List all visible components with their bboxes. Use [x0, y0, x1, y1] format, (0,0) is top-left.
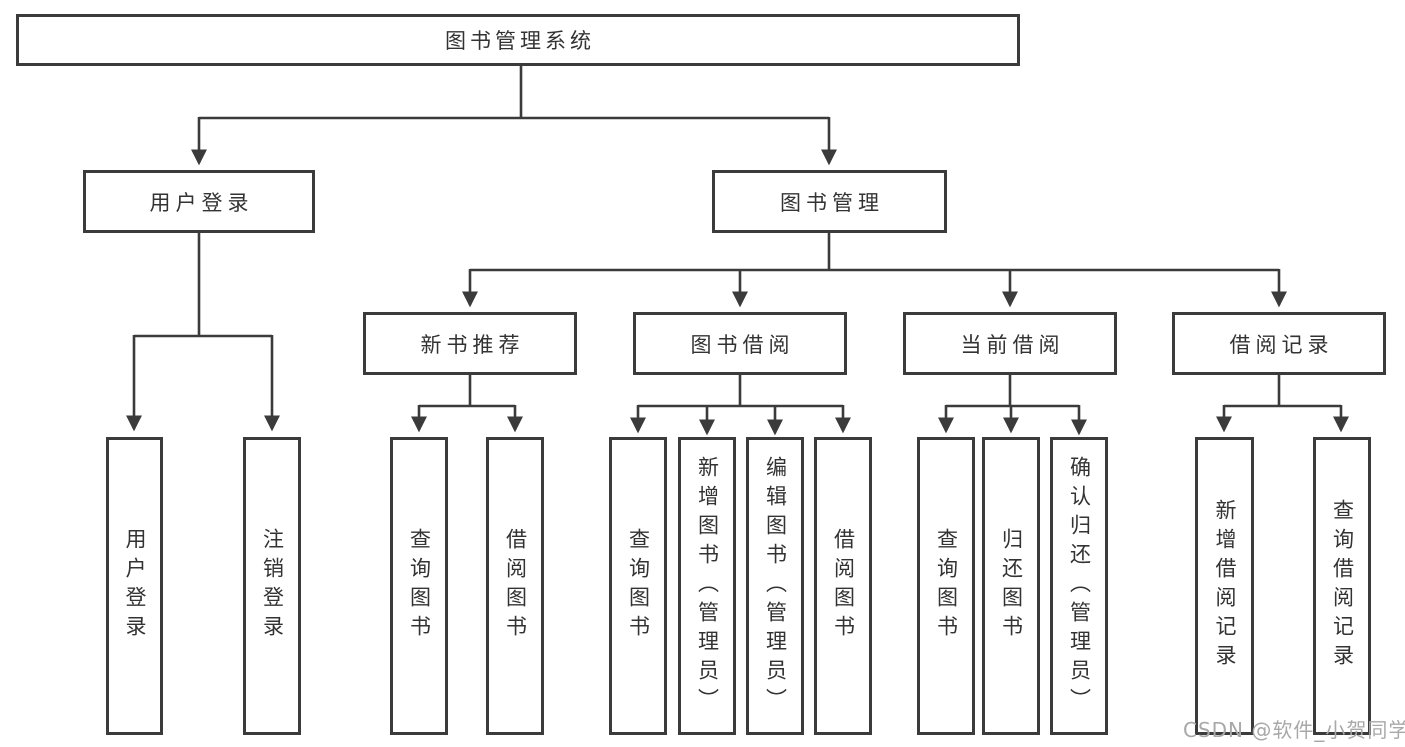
leaf-bb-edit-book-admin-label: 编辑图书（管理员）: [763, 455, 788, 717]
node-book-borrow: 图书借阅: [633, 312, 847, 375]
leaf-bb-add-book-admin-label: 新增图书（管理员）: [695, 455, 720, 717]
node-user-login: 用户登录: [83, 170, 315, 233]
watermark: CSDN @软件_小贺同学: [1183, 718, 1405, 742]
leaf-nb-borrow-books-label: 借阅图书: [503, 528, 528, 644]
leaf-br-add-record: 新增借阅记录: [1195, 437, 1254, 735]
node-new-book-recommend-label: 新书推荐: [420, 332, 525, 357]
leaf-cb-confirm-return-admin: 确认归还（管理员）: [1050, 437, 1108, 735]
leaf-bb-add-book-admin: 新增图书（管理员）: [678, 437, 736, 735]
leaf-bb-borrow-books: 借阅图书: [814, 437, 872, 735]
leaf-nb-borrow-books: 借阅图书: [486, 437, 544, 735]
leaf-bb-query-books-label: 查询图书: [626, 528, 651, 644]
node-book-management-label: 图书管理: [780, 190, 884, 215]
node-user-login-label: 用户登录: [149, 190, 254, 215]
node-current-borrow-label: 当前借阅: [960, 332, 1065, 357]
leaf-bb-edit-book-admin: 编辑图书（管理员）: [746, 437, 804, 735]
leaf-br-query-record-label: 查询借阅记录: [1330, 499, 1355, 673]
node-borrow-records-label: 借阅记录: [1229, 332, 1334, 357]
leaf-cb-confirm-return-admin-label: 确认归还（管理员）: [1067, 455, 1092, 717]
leaf-user-login: 用户登录: [106, 437, 163, 735]
leaf-cb-query-books: 查询图书: [917, 437, 975, 735]
leaf-nb-query-books-label: 查询图书: [407, 528, 432, 644]
leaf-logout-label: 注销登录: [260, 528, 285, 644]
node-current-borrow: 当前借阅: [903, 312, 1117, 375]
leaf-br-query-record: 查询借阅记录: [1313, 437, 1371, 735]
leaf-cb-return-books-label: 归还图书: [999, 528, 1024, 644]
leaf-br-add-record-label: 新增借阅记录: [1213, 499, 1237, 673]
leaf-logout: 注销登录: [243, 437, 301, 735]
node-root: 图书管理系统: [16, 14, 1020, 66]
node-book-management: 图书管理: [712, 170, 947, 233]
node-new-book-recommend: 新书推荐: [363, 312, 577, 375]
leaf-user-login-label: 用户登录: [123, 528, 147, 644]
leaf-bb-query-books: 查询图书: [609, 437, 667, 735]
leaf-bb-borrow-books-label: 借阅图书: [831, 528, 856, 644]
node-book-borrow-label: 图书借阅: [690, 332, 795, 357]
leaf-nb-query-books: 查询图书: [390, 437, 448, 735]
leaf-cb-query-books-label: 查询图书: [934, 528, 959, 644]
node-borrow-records: 借阅记录: [1172, 312, 1386, 375]
leaf-cb-return-books: 归还图书: [982, 437, 1040, 735]
node-root-label: 图书管理系统: [445, 29, 595, 53]
